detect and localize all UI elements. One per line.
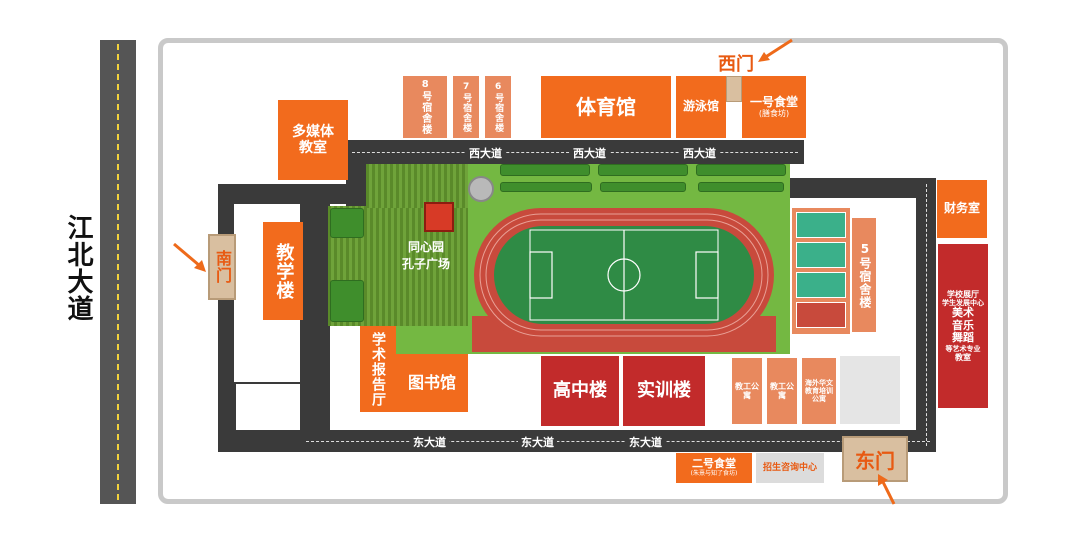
canteen-1[interactable]: 一号食堂 (膳食坊) bbox=[742, 76, 806, 138]
right-road-dash bbox=[926, 184, 927, 446]
dorm-7[interactable]: 7号宿舍楼 bbox=[453, 76, 479, 138]
sports-field bbox=[472, 208, 776, 352]
multimedia-classroom[interactable]: 多媒体教室 bbox=[278, 100, 348, 180]
court-4 bbox=[796, 302, 846, 328]
canteen-1-sub: (膳食坊) bbox=[758, 109, 790, 119]
canteen-2-label: 二号食堂 bbox=[692, 457, 736, 471]
east-gate-arrow-icon bbox=[878, 474, 896, 505]
arts-line-4: 音乐 bbox=[952, 318, 974, 332]
jiangbei-road-centerline bbox=[117, 44, 119, 500]
overseas-apartment[interactable]: 海外华文教育培训公寓 bbox=[802, 358, 836, 424]
high-school-building[interactable]: 高中楼 bbox=[541, 356, 619, 426]
inner-left-road bbox=[300, 204, 330, 432]
arts-line-5: 舞蹈 bbox=[952, 331, 974, 345]
inner-top-road bbox=[346, 140, 366, 206]
staff-apartment-2[interactable]: 教工公寓 bbox=[767, 358, 797, 424]
arts-line-3: 美术 bbox=[952, 306, 974, 320]
canteen-2-sub: (朱熹与知了食坊) bbox=[690, 469, 738, 477]
south-gate[interactable]: 南门 bbox=[208, 234, 236, 300]
hedge-3 bbox=[500, 164, 590, 176]
staff-apartment-1[interactable]: 教工公寓 bbox=[732, 358, 762, 424]
east-road-label-2: 东大道 bbox=[518, 434, 557, 450]
east-gate[interactable]: 东门 bbox=[842, 436, 908, 482]
track-lanes bbox=[479, 213, 769, 337]
north-road-right bbox=[790, 178, 936, 198]
dorm-6[interactable]: 6号宿舍楼 bbox=[485, 76, 511, 138]
rock-garden-icon bbox=[468, 176, 494, 202]
court-3 bbox=[796, 272, 846, 298]
plaza-lawn-top bbox=[366, 164, 468, 208]
plaza-label: 同心园 孔子广场 bbox=[401, 240, 450, 271]
east-road-label-3: 东大道 bbox=[626, 434, 665, 450]
arts-line-2: 学生发展中心 bbox=[942, 298, 984, 307]
west-gate-arrow-icon bbox=[758, 38, 793, 62]
hedge-1 bbox=[330, 208, 364, 238]
pitch-outline bbox=[529, 229, 719, 321]
hedge-2 bbox=[330, 280, 364, 322]
training-building[interactable]: 实训楼 bbox=[623, 356, 705, 426]
east-road-label-1: 东大道 bbox=[410, 434, 449, 450]
canteen-2[interactable]: 二号食堂 (朱熹与知了食坊) bbox=[676, 453, 752, 483]
arts-line-6: 等艺术专业 bbox=[945, 344, 981, 353]
lecture-hall[interactable]: 学术报告厅 bbox=[360, 326, 396, 412]
hedge-7 bbox=[600, 182, 686, 192]
court-1 bbox=[796, 212, 846, 238]
track-lane-2 bbox=[485, 219, 763, 331]
west-road-label-2: 西大道 bbox=[570, 145, 609, 161]
pavilion-icon bbox=[424, 202, 454, 232]
hedge-4 bbox=[598, 164, 688, 176]
north-road-left bbox=[220, 184, 350, 204]
gymnasium[interactable]: 体育馆 bbox=[541, 76, 671, 138]
hedge-8 bbox=[698, 182, 784, 192]
hedge-5 bbox=[696, 164, 786, 176]
west-road-label-3: 西大道 bbox=[680, 145, 719, 161]
swimming-pool[interactable]: 游泳馆 bbox=[676, 76, 726, 138]
sw-road-inner bbox=[236, 384, 304, 430]
arts-building[interactable]: 学校展厅 学生发展中心 美术 音乐 舞蹈 等艺术专业 教室 bbox=[938, 244, 988, 408]
hedge-6 bbox=[500, 182, 592, 192]
west-gate-post bbox=[726, 76, 742, 102]
arts-line-7: 教室 bbox=[955, 353, 971, 362]
pitch-center-circle bbox=[607, 258, 641, 292]
admissions-center[interactable]: 招生咨询中心 bbox=[756, 453, 824, 483]
south-gate-arrow-icon bbox=[173, 242, 206, 272]
teaching-building[interactable]: 教学楼 bbox=[263, 222, 303, 320]
west-gate-label[interactable]: 西门 bbox=[718, 54, 754, 75]
west-road-label-1: 西大道 bbox=[466, 145, 505, 161]
east-road-dash bbox=[306, 441, 930, 442]
dorm-8[interactable]: 8号宿舍楼 bbox=[403, 76, 447, 138]
finance-office[interactable]: 财务室 bbox=[937, 180, 987, 238]
court-2 bbox=[796, 242, 846, 268]
library[interactable]: 图书馆 bbox=[396, 354, 468, 412]
dorm-5[interactable]: 5号宿舍楼 bbox=[852, 218, 876, 332]
jiangbei-road-label: 江北大道 bbox=[63, 214, 93, 322]
arts-line-1: 学校展厅 bbox=[947, 289, 979, 299]
canteen-1-label: 一号食堂 bbox=[749, 94, 798, 109]
gray-building[interactable] bbox=[840, 356, 900, 424]
